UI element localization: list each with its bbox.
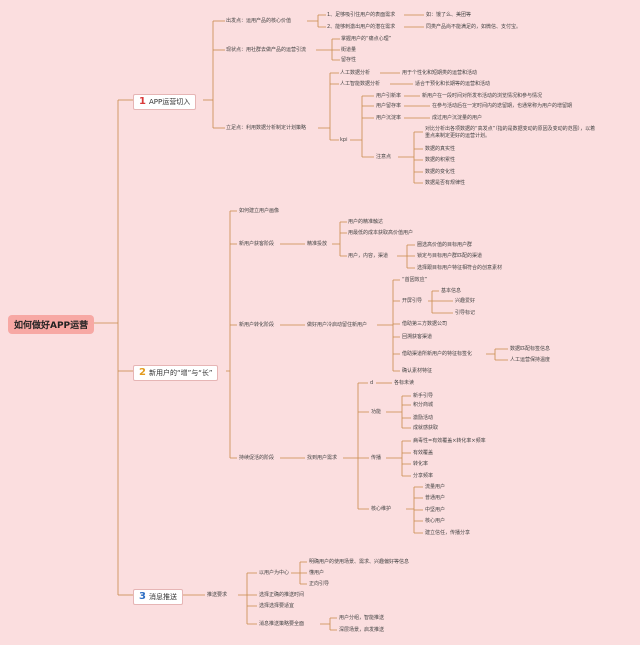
- node-s1-n5: 数据是否有规律性: [425, 180, 466, 186]
- node-s1-b: 现状点：用社群去做产品的运营引流: [226, 47, 307, 53]
- node-s1-c1x: 用于个性化和短期类的运营和活动: [402, 70, 478, 76]
- node-s2-d145: 建立信任，传播分享: [425, 530, 471, 536]
- node-s2-b12: 用最低的成本获取高价值用户: [348, 230, 414, 236]
- node-s2-d121: 新手引导: [413, 393, 434, 399]
- node-s2-b11: 用户的精准触达: [348, 219, 384, 225]
- node-s2-c15: 借助渠道所新用户的特征标签化: [402, 351, 473, 357]
- node-s2-c14: 回溯获客渠道: [402, 334, 433, 340]
- node-s1-n2: 数据的真实性: [425, 146, 456, 152]
- node-s1-k2: 用户留存率: [376, 103, 402, 109]
- section-1-number: 1: [139, 96, 146, 107]
- node-s2-d131: 病毒性=有效覆盖×转化率×频率: [413, 438, 486, 444]
- node-s1-a1: 1、足够吸引住用户的表面需求: [327, 12, 396, 18]
- node-s3-a4: 消息推送策略要全面: [259, 621, 305, 627]
- node-s2-c12: 开屏引导: [402, 298, 423, 304]
- node-s2-d141: 流量用户: [425, 484, 446, 490]
- section-2-number: 2: [139, 367, 146, 378]
- node-s1-k2x: 在参与活动后在一定时间内的迭留期，也通常称为用户的增留期: [432, 103, 573, 109]
- node-s3-a11: 明确用户的使用场景、需求、兴趣偏好等信息: [309, 559, 410, 565]
- node-s2-d13: 传播: [371, 455, 382, 461]
- node-s1-b3: 留存性: [341, 57, 357, 63]
- node-s2-d133: 转化率: [413, 461, 429, 467]
- node-s2-c121: 基本信息: [441, 288, 462, 294]
- node-s2-b13: 用户，内容，渠道: [348, 253, 389, 259]
- node-s1-a1x: 如：饿了么、美团等: [426, 12, 472, 18]
- node-s1-k1x: 新用户在一段时间对所发布活动的浏览情况和参与情况: [422, 93, 543, 99]
- node-s2-b: 新用户获客阶段: [239, 241, 275, 247]
- section-3-number: 3: [139, 591, 146, 602]
- node-s2-a: 如何建立用户画像: [239, 208, 280, 214]
- node-s1-n3: 数据的积累性: [425, 157, 456, 163]
- node-s3-a2: 选择正确的推送时间: [259, 592, 305, 598]
- node-s1-k1: 用户引新率: [376, 93, 402, 99]
- node-s2-d124: 成就感获取: [413, 425, 439, 431]
- node-s1-n1b: 重点来制定更好的运营计划。: [425, 133, 491, 139]
- node-s3-a3: 选择选择要适宜: [259, 603, 295, 609]
- section-1-label: APP运营切入: [148, 98, 191, 106]
- node-s1-note: 注意点: [376, 154, 392, 160]
- node-s1-n1: 对比分析出各项数据的“高发点”（指的是数据变动的原因及变动的范围），以着: [425, 126, 596, 132]
- node-s2-c16: 确认素材特征: [402, 368, 433, 374]
- node-s2-d11: d: [370, 380, 374, 386]
- node-s2-d142: 普通用户: [425, 495, 446, 501]
- node-s2-d: 持续促活的阶段: [239, 455, 275, 461]
- node-s2-b131: 圈选高价值的目标用户群: [417, 242, 473, 248]
- root-topic: 如何做好APP运营: [8, 315, 95, 334]
- node-s2-d12: 功能: [371, 409, 382, 415]
- node-s2-d14: 核心维护: [371, 506, 392, 512]
- node-s1-a: 出发点：运用产品的核心价值: [226, 18, 292, 24]
- node-s1-k3: 用户沉淀率: [376, 115, 402, 121]
- node-s2-c122: 兴趣爱好: [455, 298, 476, 304]
- node-s2-d123: 激励活动: [413, 415, 434, 421]
- node-s2-c11: “首因效应”: [402, 277, 428, 283]
- node-s3-a12: 懂用户: [309, 570, 325, 576]
- node-s1-kpi: kpi: [340, 137, 348, 143]
- node-s1-c2: 人工智能数据分析: [340, 81, 381, 87]
- node-s2-c151: 数据匹配标签信息: [510, 346, 551, 352]
- node-s1-c2x: 适合干预化和长期等的运营和活动: [415, 81, 491, 87]
- node-s2-d132: 有效覆盖: [413, 450, 434, 456]
- node-s2-b133: 选择跟目标用户特征相符合的创意素材: [417, 265, 503, 271]
- node-s2-c152: 人工运营保持温度: [510, 357, 551, 363]
- node-s2-b1: 精准投放: [307, 241, 328, 247]
- node-s3-a1: 以用户为中心: [259, 570, 290, 576]
- node-s2-c: 新用户转化阶段: [239, 322, 275, 328]
- node-s2-c1: 做好用户冷启动留住新用户: [307, 322, 368, 328]
- node-s3-a42: 深层场景，启发推送: [339, 627, 385, 633]
- node-s1-n4: 数据的变化性: [425, 169, 456, 175]
- node-s2-d11x: 各标未读: [394, 380, 415, 386]
- node-s1-c: 立足点：利用数据分析制定计划策略: [226, 125, 307, 131]
- node-s2-c13: 借助第三方数据公司: [402, 321, 448, 327]
- node-s2-b132: 锁定与目标用户群匹配的渠道: [417, 253, 483, 259]
- node-s1-c1: 人工数据分析: [340, 70, 371, 76]
- node-s2-d1: 找到用户需求: [307, 455, 338, 461]
- node-s1-b1: 掌握用户的“痛点心理”: [341, 36, 392, 42]
- node-s1-a2: 2、能够刺激出用户的潜在需求: [327, 24, 396, 30]
- node-s3-a13: 正向引导: [309, 581, 330, 587]
- node-s1-b2: 街道量: [341, 47, 357, 53]
- section-3-label: 消息推送: [148, 593, 177, 601]
- node-s3-a: 推送要求: [207, 592, 228, 598]
- node-s2-d143: 中坚用户: [425, 507, 446, 513]
- node-s1-k3x: 成过用户沉淀量的用户: [432, 115, 483, 121]
- node-s3-a41: 用户分组，智能推送: [339, 615, 385, 621]
- node-s1-a2x: 同类产品尚不能满足的，如微信、支付宝。: [426, 24, 522, 30]
- node-s2-c123: 引导标记: [455, 310, 476, 316]
- section-2-label: 新用户的“增”与“长”: [148, 369, 213, 377]
- node-s2-d144: 核心用户: [425, 518, 446, 524]
- node-s2-d122: 积分商城: [413, 402, 434, 408]
- node-s2-d134: 分享频率: [413, 473, 434, 479]
